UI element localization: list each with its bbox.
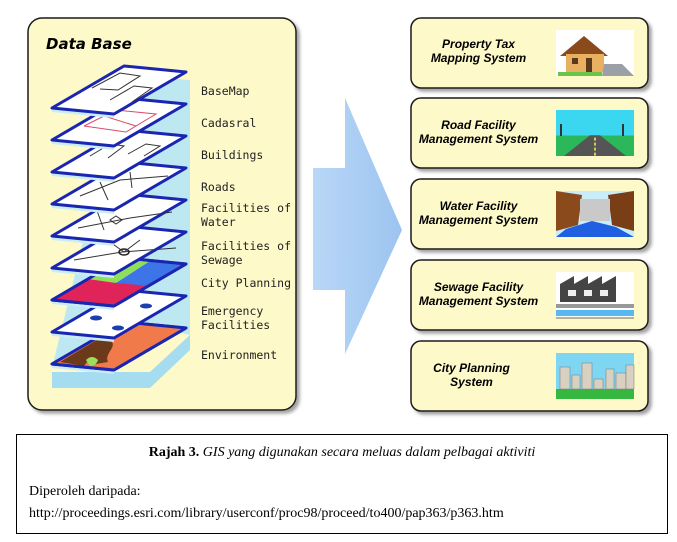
system-line: Management System <box>418 294 539 308</box>
system-panel-factory <box>410 259 649 331</box>
layer-label-city-planning: City Planning <box>201 276 292 290</box>
diagram-graphics <box>27 17 649 412</box>
caption-source: Diperoleh daripada: http://proceedings.e… <box>29 481 504 525</box>
city-icon <box>556 353 635 399</box>
layer-label-environment: Environment <box>201 348 278 362</box>
layer-label-cadastral: Cadasral <box>201 116 257 130</box>
layer-label-emergency: Emergency Facilities <box>201 304 271 332</box>
system-panel-house <box>410 17 649 89</box>
factory-icon <box>556 272 634 319</box>
caption-text: GIS yang digunakan secara meluas dalam p… <box>202 445 536 460</box>
layer-environment <box>50 320 188 374</box>
system-line: Management System <box>418 132 539 146</box>
caption-box: Rajah 3. GIS yang digunakan secara melua… <box>16 434 668 534</box>
system-label-road: Road Facility Management System <box>411 118 546 146</box>
system-label-city-planning: City Planning System <box>404 361 539 389</box>
system-label-sewage: Sewage Facility Management System <box>411 280 546 308</box>
road-icon <box>556 110 634 156</box>
stack-front-face <box>52 335 190 388</box>
layer-stack <box>50 64 188 374</box>
system-line: Mapping System <box>430 51 527 65</box>
layer-label-basemap: BaseMap <box>201 84 250 98</box>
system-line: Sewage Facility <box>433 280 524 294</box>
dam-icon <box>556 191 634 237</box>
layer-label-sewage: Facilities of Sewage <box>201 239 292 267</box>
caption-label: Rajah 3 <box>148 445 196 460</box>
system-line: City Planning <box>433 361 510 375</box>
system-panel-dam <box>410 178 649 250</box>
system-label-property-tax: Property Tax Mapping System <box>411 37 546 65</box>
flow-arrow <box>313 98 402 354</box>
system-line: Property Tax <box>442 37 515 51</box>
layer-emergency <box>50 288 188 342</box>
house-icon <box>556 30 634 76</box>
system-panels <box>410 17 649 412</box>
source-label: Diperoleh daripada: <box>29 484 141 499</box>
diagram: Data Base BaseMap Cadasral Buildings Roa… <box>27 17 649 412</box>
system-line: System <box>450 375 493 389</box>
layer-cadastral <box>50 96 188 150</box>
system-label-water: Water Facility Management System <box>411 199 546 227</box>
layer-label-roads: Roads <box>201 180 236 194</box>
system-panel-road <box>410 97 649 169</box>
system-line: Road Facility <box>441 118 516 132</box>
source-url[interactable]: http://proceedings.esri.com/library/user… <box>29 506 504 521</box>
system-line: Water Facility <box>439 199 518 213</box>
system-line: Management System <box>418 213 539 227</box>
layer-basemap <box>50 64 188 118</box>
layer-label-buildings: Buildings <box>201 148 264 162</box>
layer-label-water: Facilities of Water <box>201 201 292 229</box>
database-title: Data Base <box>46 35 132 53</box>
system-panel-city <box>410 340 649 412</box>
caption-title: Rajah 3. GIS yang digunakan secara melua… <box>148 445 536 460</box>
